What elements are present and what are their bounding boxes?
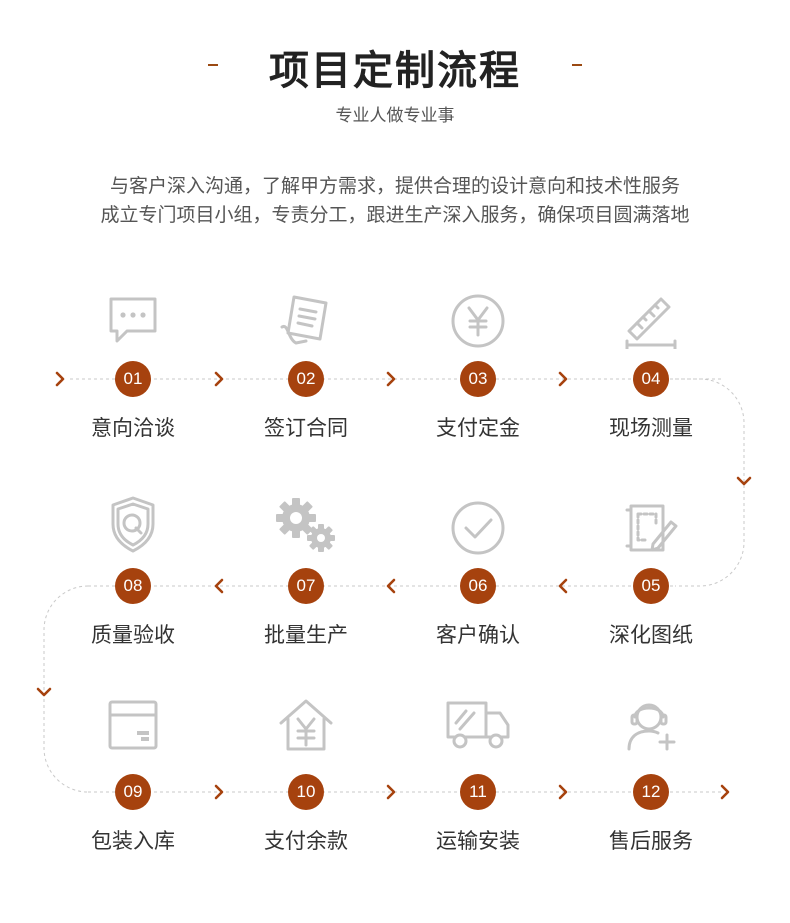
step-label: 支付余款 xyxy=(264,829,348,853)
arrow-left-icon xyxy=(214,578,224,594)
package-box-icon xyxy=(105,697,161,753)
step-label: 批量生产 xyxy=(264,623,348,647)
delivery-truck-icon xyxy=(444,697,512,753)
step-label: 支付定金 xyxy=(436,416,520,440)
step-number-badge: 12 xyxy=(633,774,669,810)
page-title: 项目定制流程 xyxy=(269,48,521,94)
check-circle-icon xyxy=(450,500,506,556)
ruler-icon xyxy=(623,293,679,351)
page-subtitle: 专业人做专业事 xyxy=(335,106,455,126)
step-number-badge: 11 xyxy=(460,774,496,810)
step-label: 运输安装 xyxy=(436,829,520,853)
step-label: 现场测量 xyxy=(609,416,693,440)
step-number-badge: 04 xyxy=(633,361,669,397)
step-number-badge: 06 xyxy=(460,568,496,604)
arrow-right-icon xyxy=(214,371,224,387)
drawing-pencil-icon xyxy=(623,500,679,556)
intro-line-1: 与客户深入沟通，了解甲方需求，提供合理的设计意向和技术性服务 xyxy=(109,175,680,197)
step-label: 包装入库 xyxy=(91,829,175,853)
arrow-down-icon xyxy=(736,476,752,486)
chat-bubble-icon xyxy=(105,293,161,349)
title-right-dash xyxy=(572,64,582,66)
step-number-badge: 08 xyxy=(115,568,151,604)
arrow-right-icon xyxy=(214,784,224,800)
step-label: 深化图纸 xyxy=(609,623,693,647)
intro-line-2: 成立专门项目小组，专责分工，跟进生产深入服务，确保项目圆满落地 xyxy=(100,204,690,226)
title-left-dash xyxy=(208,64,218,66)
step-label: 客户确认 xyxy=(436,623,520,647)
arrow-left-icon xyxy=(558,578,568,594)
arrow-right-icon xyxy=(558,371,568,387)
step-label: 售后服务 xyxy=(609,829,693,853)
customer-service-icon xyxy=(623,697,679,753)
step-number-badge: 01 xyxy=(115,361,151,397)
arrow-right-icon xyxy=(558,784,568,800)
quality-shield-icon xyxy=(105,494,161,553)
intro-text: 与客户深入沟通，了解甲方需求，提供合理的设计意向和技术性服务 成立专门项目小组，… xyxy=(0,172,790,230)
step-label: 签订合同 xyxy=(264,416,348,440)
arrow-right-icon xyxy=(55,371,65,387)
step-number-badge: 02 xyxy=(288,361,324,397)
step-number-badge: 07 xyxy=(288,568,324,604)
step-label: 质量验收 xyxy=(91,623,175,647)
step-number-badge: 05 xyxy=(633,568,669,604)
step-number-badge: 10 xyxy=(288,774,324,810)
arrow-left-icon xyxy=(386,578,396,594)
step-number-badge: 09 xyxy=(115,774,151,810)
arrow-right-icon xyxy=(386,371,396,387)
step-label: 意向洽谈 xyxy=(91,416,175,440)
yen-coin-icon xyxy=(450,293,506,349)
arrow-down-icon xyxy=(36,687,52,697)
arrow-right-icon xyxy=(720,784,730,800)
step-number-badge: 03 xyxy=(460,361,496,397)
contract-pen-icon xyxy=(278,293,334,349)
house-yen-icon xyxy=(278,697,334,753)
arrow-right-icon xyxy=(386,784,396,800)
gears-icon xyxy=(274,496,338,552)
